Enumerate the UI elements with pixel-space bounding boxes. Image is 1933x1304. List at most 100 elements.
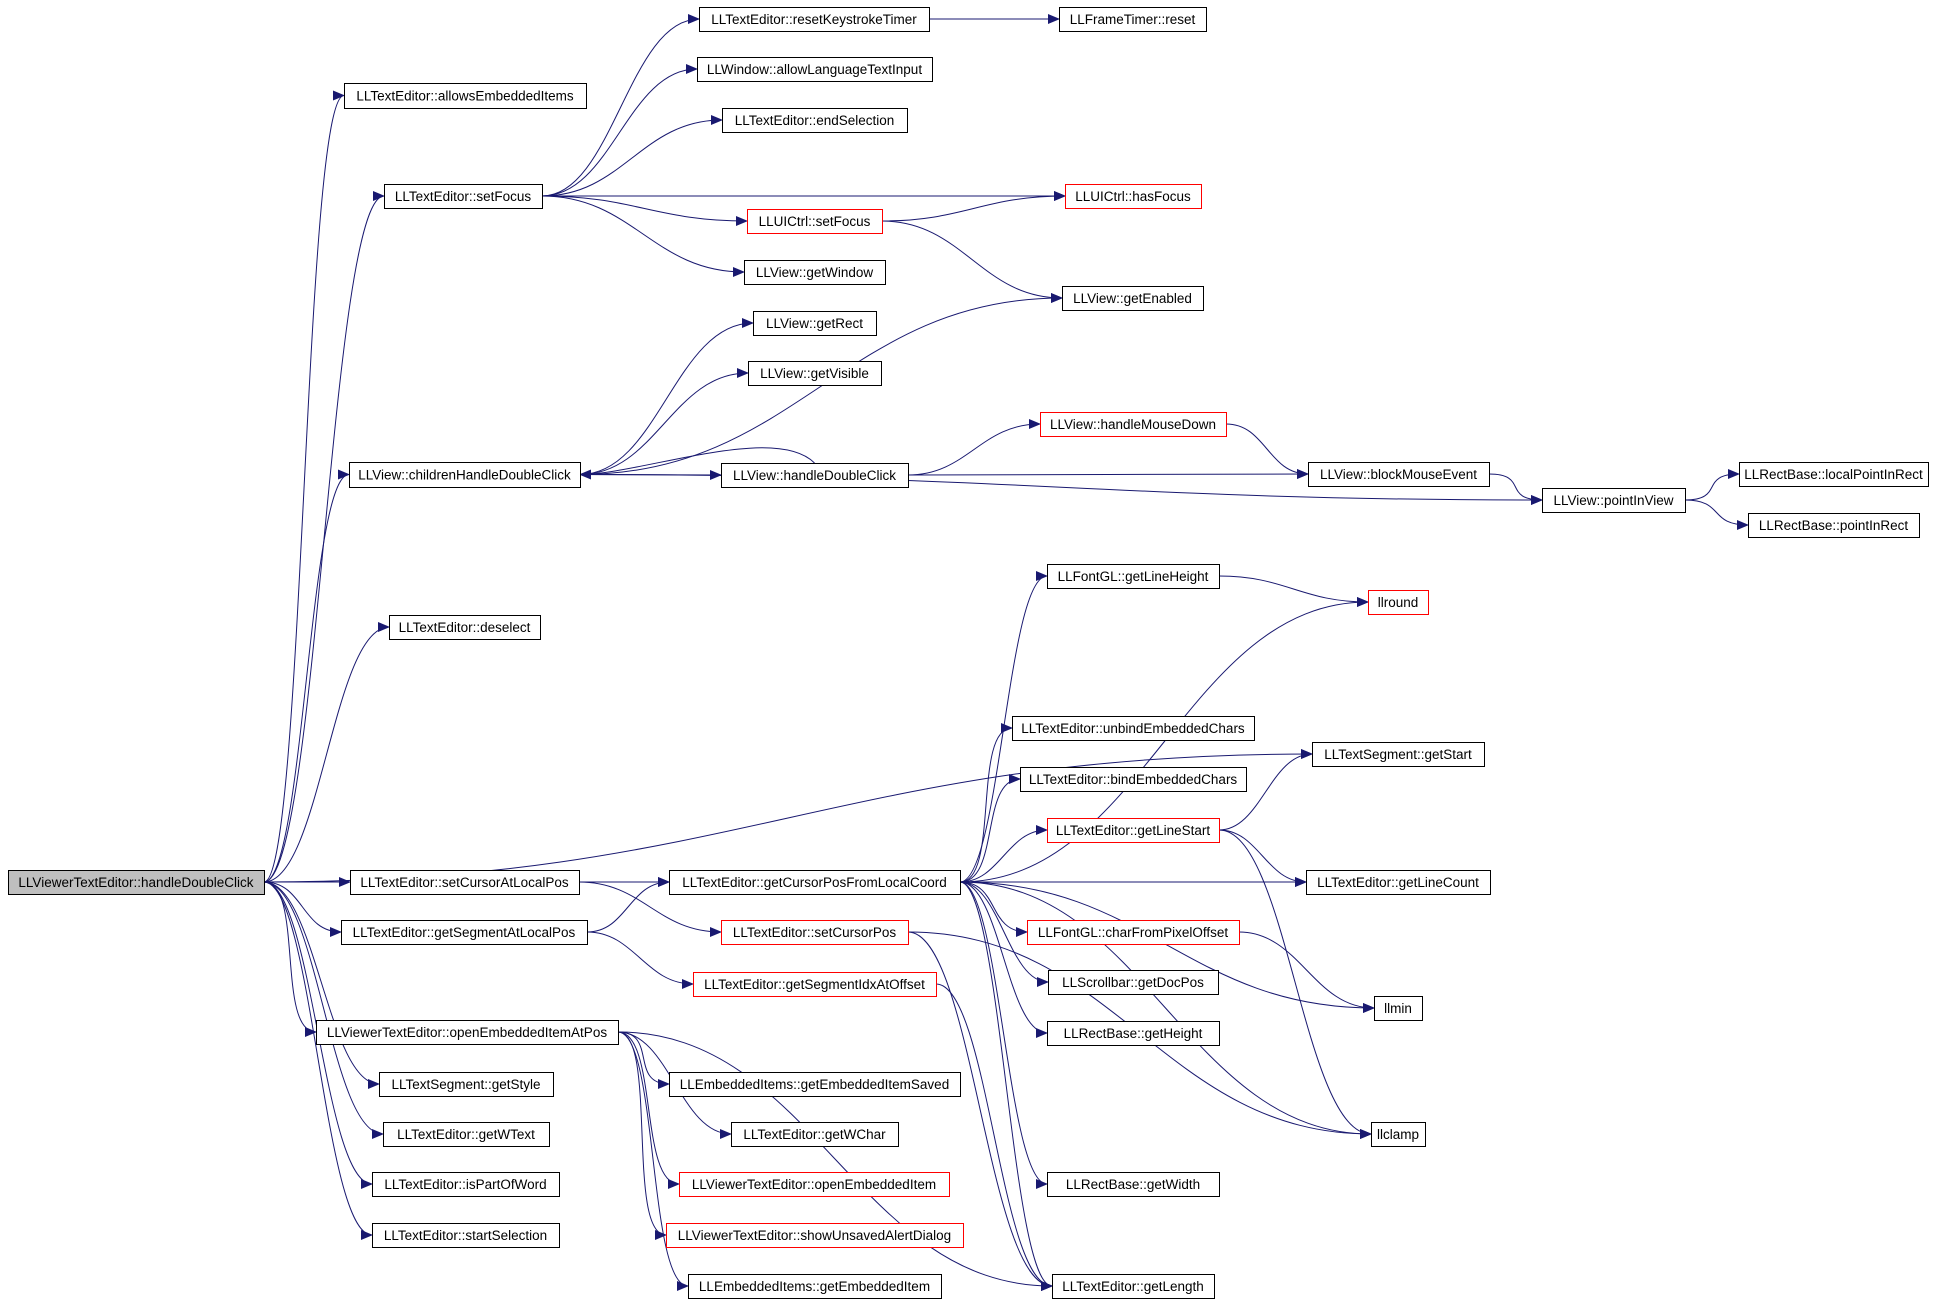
node-pointInView[interactable]: LLView::pointInView [1542,488,1686,513]
node-isPartOfWord[interactable]: LLTextEditor::isPartOfWord [372,1172,560,1197]
node-label: LLView::pointInView [1553,493,1673,508]
node-childrenHDC[interactable]: LLView::childrenHandleDoubleClick [349,462,581,488]
node-getEmbItem[interactable]: LLEmbeddedItems::getEmbeddedItem [688,1274,942,1299]
edge-setFocus-to-getWindow [541,195,745,277]
node-box [1040,412,1227,437]
node-box [747,209,883,234]
node-blockMouse[interactable]: LLView::blockMouseEvent [1308,462,1490,487]
edge-getCursorPos-to-charFromPixel [959,881,1028,937]
node-deselect[interactable]: LLTextEditor::deselect [389,615,541,640]
node-endSel[interactable]: LLTextEditor::endSelection [722,108,908,133]
node-box [1020,767,1247,792]
edge-childrenHDC-to-getRect [579,318,754,475]
edge-getLineStart-to-getLineCount [1218,829,1307,887]
node-hasFocus[interactable]: LLUICtrl::hasFocus [1065,184,1202,209]
edge-getCursorPos-to-llround [959,597,1369,883]
node-label: LLFontGL::charFromPixelOffset [1038,925,1229,940]
node-bind[interactable]: LLTextEditor::bindEmbeddedChars [1020,767,1247,792]
node-label: LLTextEditor::setCursorAtLocalPos [360,875,569,890]
node-box [753,311,877,336]
node-charFromPixel[interactable]: LLFontGL::charFromPixelOffset [1027,920,1240,945]
node-label: LLViewerTextEditor::showUnsavedAlertDial… [678,1228,951,1243]
node-label: LLUICtrl::hasFocus [1075,189,1191,204]
node-setCursorPos[interactable]: LLTextEditor::setCursorPos [721,920,909,945]
edge-getCursorPos-to-getLength [959,881,1053,1291]
node-label: LLTextEditor::getLineStart [1056,823,1211,838]
node-label: LLTextEditor::deselect [399,620,531,635]
node-getStyle[interactable]: LLTextSegment::getStyle [379,1072,554,1097]
node-label: LLUICtrl::setFocus [759,214,871,229]
node-frameReset[interactable]: LLFrameTimer::reset [1059,7,1207,32]
node-getWText[interactable]: LLTextEditor::getWText [383,1122,550,1147]
node-box [748,361,882,386]
node-getRect[interactable]: LLView::getRect [753,311,877,336]
node-box [349,462,581,488]
node-unbind[interactable]: LLTextEditor::unbindEmbeddedChars [1012,716,1255,741]
node-getDocPos[interactable]: LLScrollbar::getDocPos [1048,970,1219,995]
node-box [1368,590,1429,615]
node-getLength[interactable]: LLTextEditor::getLength [1052,1274,1215,1299]
edge-viewHDC-to-blockMouse [907,469,1309,480]
node-label: LLFontGL::getLineHeight [1058,569,1209,584]
node-getWindow[interactable]: LLView::getWindow [744,260,886,285]
node-segGetStart[interactable]: LLTextSegment::getStart [1312,742,1485,767]
node-allowLang[interactable]: LLWindow::allowLanguageTextInput [697,57,933,82]
node-getWChar[interactable]: LLTextEditor::getWChar [731,1122,899,1147]
node-box [679,1172,950,1197]
node-getSegIdx[interactable]: LLTextEditor::getSegmentIdxAtOffset [693,972,937,997]
node-viewHDC[interactable]: LLView::handleDoubleClick [721,463,909,488]
node-getEmbSaved[interactable]: LLEmbeddedItems::getEmbeddedItemSaved [669,1072,961,1097]
node-label: LLTextEditor::setCursorPos [733,925,897,940]
edge-root-to-allowsEmb [263,90,345,883]
node-box [1739,462,1929,487]
node-allowsEmb[interactable]: LLTextEditor::allowsEmbeddedItems [344,83,587,109]
node-box [722,108,908,133]
edge-pointInView-to-pointInRect [1684,499,1749,530]
node-label: LLViewerTextEditor::openEmbeddedItem [692,1177,936,1192]
node-pointInRect[interactable]: LLRectBase::pointInRect [1748,513,1920,538]
node-label: LLView::getEnabled [1073,291,1192,306]
node-root[interactable]: LLViewerTextEditor::handleDoubleClick [8,870,265,895]
node-getLineStart[interactable]: LLTextEditor::getLineStart [1047,818,1220,843]
node-openEmbAtPos[interactable]: LLViewerTextEditor::openEmbeddedItemAtPo… [316,1020,619,1045]
edge-getCursorPos-to-getLineStart [959,825,1048,883]
edge-setCursorLocal-to-setCursorPos [578,881,722,937]
node-resetKeystroke[interactable]: LLTextEditor::resetKeystrokeTimer [699,7,930,32]
node-getVisible[interactable]: LLView::getVisible [748,361,882,386]
edge-uiSetFocus-to-hasFocus [881,191,1066,222]
edge-root-to-getStyle [263,881,380,1089]
nodes-layer: LLViewerTextEditor::handleDoubleClickLLT… [8,7,1929,1299]
node-box [669,870,961,895]
node-label: LLTextEditor::allowsEmbeddedItems [356,89,574,104]
node-getLineCount[interactable]: LLTextEditor::getLineCount [1306,870,1491,895]
node-uiSetFocus[interactable]: LLUICtrl::setFocus [747,209,883,234]
node-box [384,184,543,209]
node-box [1047,818,1220,843]
node-setCursorLocal[interactable]: LLTextEditor::setCursorAtLocalPos [350,870,580,895]
node-getCursorPos[interactable]: LLTextEditor::getCursorPosFromLocalCoord [669,870,961,895]
node-label: LLTextEditor::getCursorPosFromLocalCoord [682,875,947,890]
node-getEnabled[interactable]: LLView::getEnabled [1062,286,1204,311]
node-openEmb[interactable]: LLViewerTextEditor::openEmbeddedItem [679,1172,950,1197]
node-getLineHeight[interactable]: LLFontGL::getLineHeight [1047,564,1220,589]
node-getHeight[interactable]: LLRectBase::getHeight [1047,1021,1220,1046]
node-llround[interactable]: llround [1368,590,1429,615]
edge-setCursorPos-to-getLength [907,931,1053,1291]
node-getSegLocal[interactable]: LLTextEditor::getSegmentAtLocalPos [341,920,588,945]
node-llmin[interactable]: llmin [1374,996,1423,1021]
edge-getCursorPos-to-getDocPos [959,881,1049,987]
node-label: LLTextSegment::getStart [1324,747,1472,762]
node-startSel[interactable]: LLTextEditor::startSelection [372,1223,560,1248]
node-label: LLView::childrenHandleDoubleClick [358,468,571,483]
node-handleMouseDown[interactable]: LLView::handleMouseDown [1040,412,1227,437]
node-box [1308,462,1490,487]
edge-uiSetFocus-to-getEnabled [881,220,1063,303]
edge-pointInView-to-localPointInRect [1684,469,1740,501]
node-getWidth[interactable]: LLRectBase::getWidth [1047,1172,1220,1197]
node-showUnsaved[interactable]: LLViewerTextEditor::showUnsavedAlertDial… [666,1223,964,1248]
node-llclamp[interactable]: llclamp [1371,1122,1426,1147]
node-localPointInRect[interactable]: LLRectBase::localPointInRect [1739,462,1929,487]
node-label: llclamp [1377,1127,1419,1142]
node-label: LLTextEditor::resetKeystrokeTimer [711,12,917,27]
node-setFocus[interactable]: LLTextEditor::setFocus [384,184,543,209]
